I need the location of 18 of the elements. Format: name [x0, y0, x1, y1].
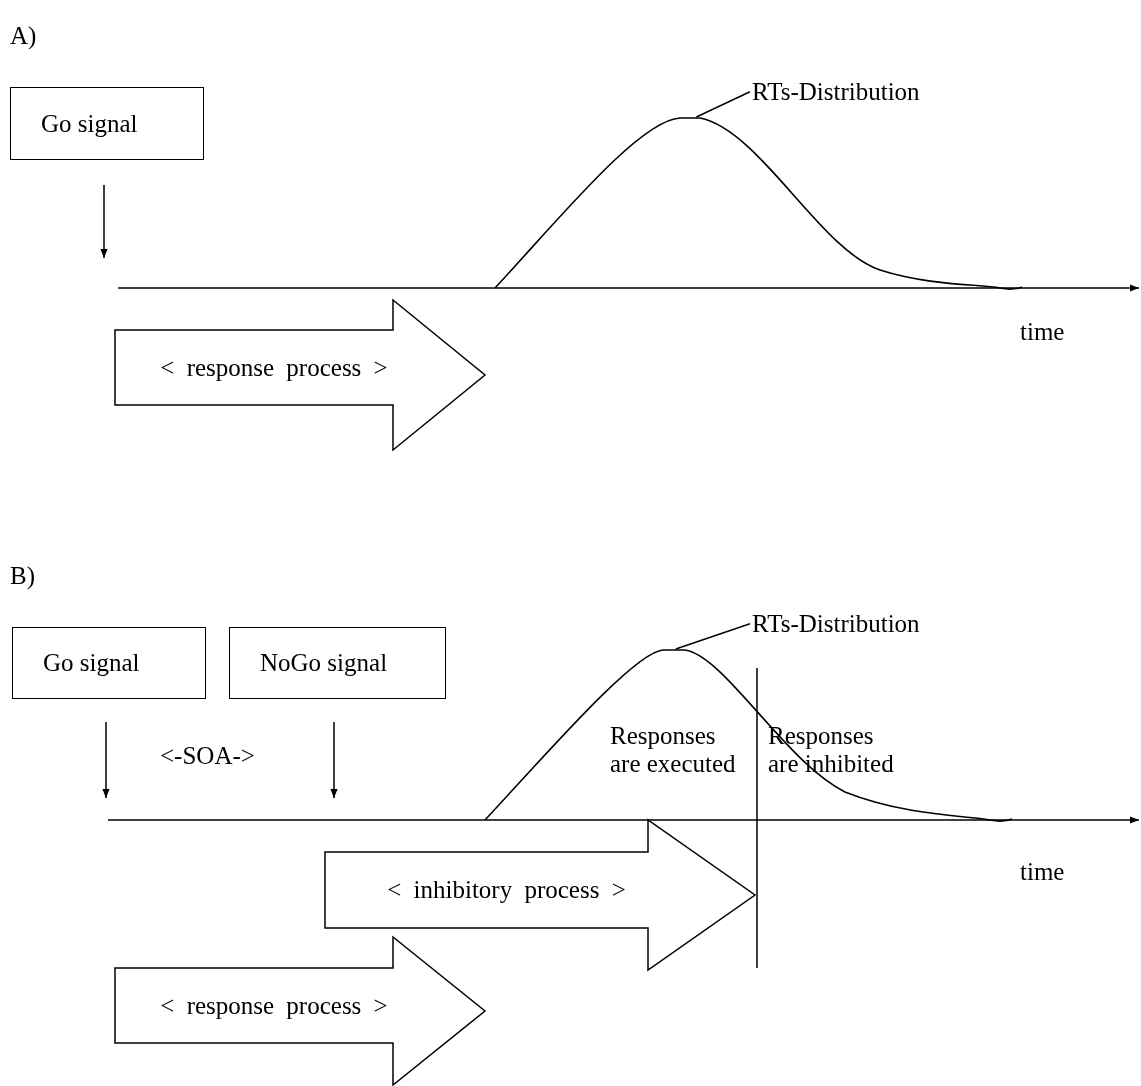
- leader-line: [675, 623, 751, 650]
- axis-label: time: [1020, 858, 1065, 886]
- process-label: < response process >: [160, 353, 388, 382]
- region-label: Responses are executed: [610, 722, 737, 777]
- interval-label: <-SOA->: [160, 742, 255, 770]
- distribution-curve: [495, 114, 1025, 290]
- distribution-curve: [485, 646, 1015, 822]
- curve-label: RTs-Distribution: [752, 78, 920, 106]
- panel-label: A): [10, 22, 37, 50]
- panel-label: B): [10, 562, 35, 590]
- process-label: < response process >: [160, 991, 388, 1020]
- axis-label: time: [1020, 318, 1065, 346]
- signal-box: Go signal: [10, 87, 204, 160]
- process-label: < inhibitory process >: [387, 876, 626, 904]
- signal-box: Go signal: [12, 627, 206, 699]
- leader-line: [695, 91, 751, 118]
- signal-box: NoGo signal: [229, 627, 446, 699]
- curve-label: RTs-Distribution: [752, 610, 920, 638]
